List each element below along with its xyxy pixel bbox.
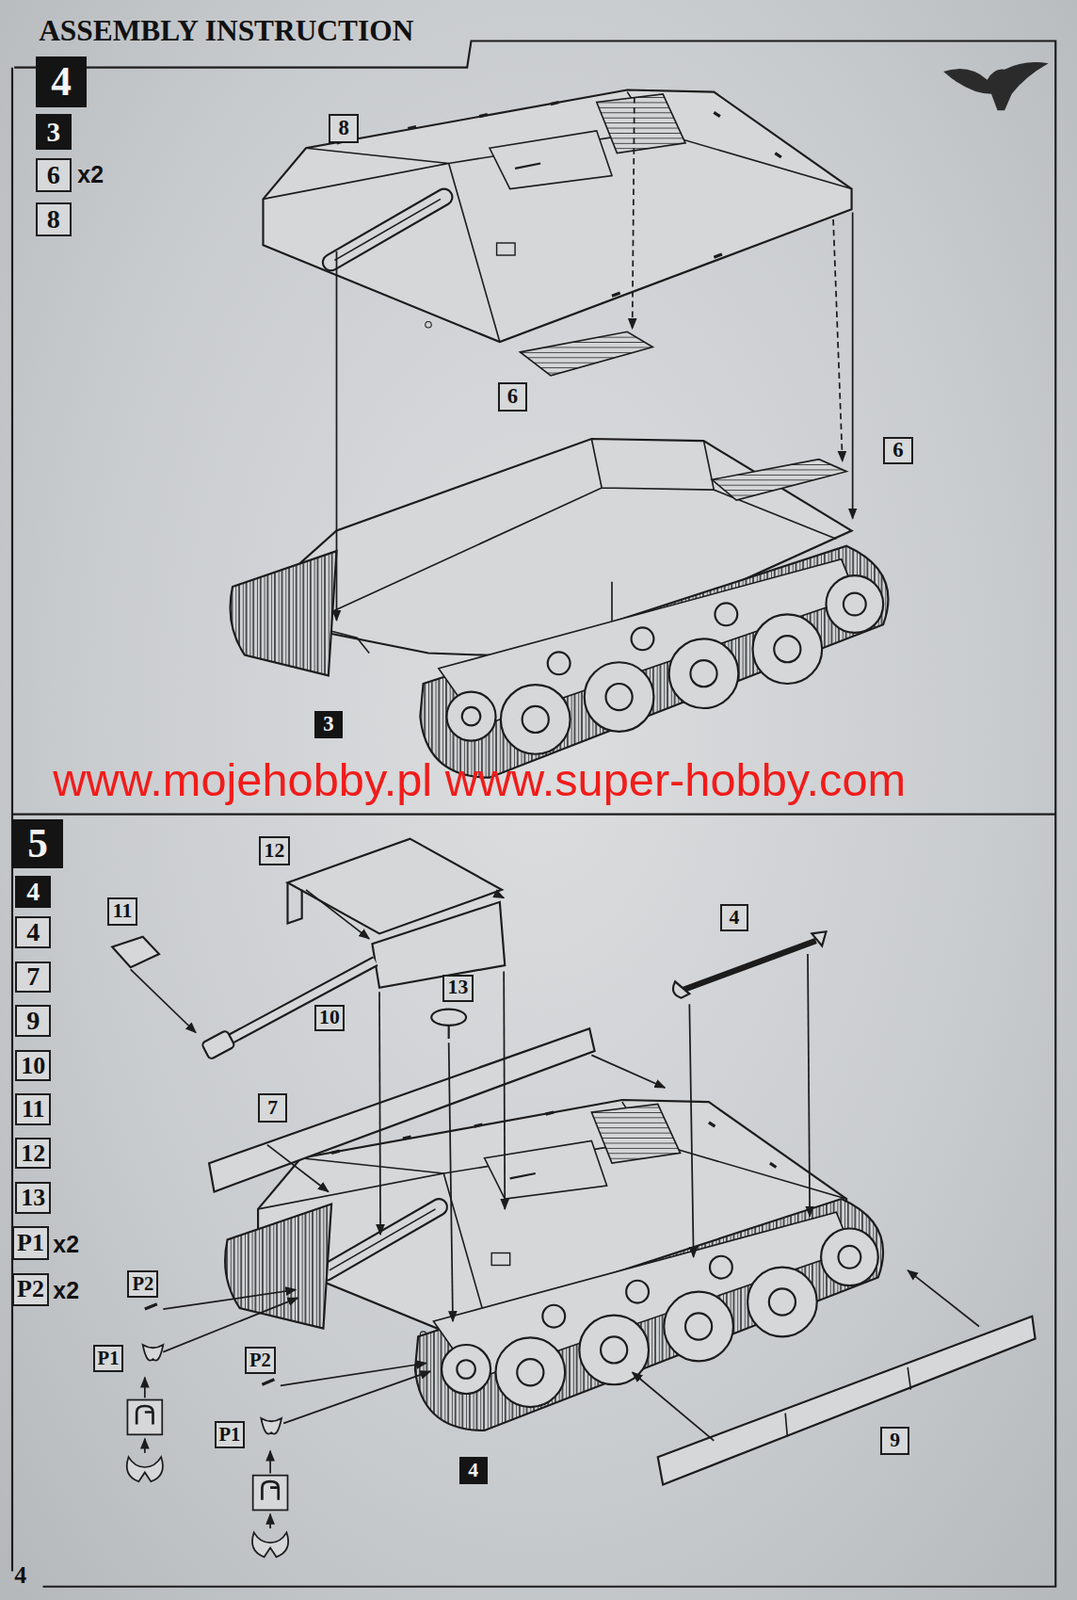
page-frame	[12, 41, 1056, 1587]
callout-number: 6	[892, 439, 903, 462]
part-number-box: P1	[214, 1420, 246, 1448]
callout-number: 12	[20, 1141, 46, 1166]
page-number: 4	[14, 1560, 27, 1590]
callout-number: 13	[20, 1185, 46, 1210]
part-number-box: 13	[442, 974, 474, 1002]
part-number-box: P2	[12, 1272, 49, 1306]
callout-number: P2	[249, 1350, 272, 1370]
assembly-arrows	[337, 96, 853, 621]
pin-parts	[127, 1303, 289, 1558]
quantity-label: x2	[77, 160, 104, 189]
callout-number: 12	[264, 840, 286, 862]
part-number-box: P2	[244, 1346, 276, 1374]
part-number-box: 7	[257, 1093, 288, 1122]
step-number: 5	[27, 822, 49, 864]
part-number-box: 11	[15, 1093, 51, 1126]
part-number-box: 11	[107, 897, 139, 925]
callout-number: 8	[337, 117, 349, 140]
part-number-box: P2	[127, 1269, 159, 1298]
grille-part	[520, 331, 654, 376]
part-number-box: 4	[15, 916, 51, 949]
callout-number: 10	[20, 1053, 46, 1078]
part-number-box: 9	[15, 1004, 51, 1037]
part-number-box: 9	[880, 1426, 910, 1455]
callout-number: 13	[448, 977, 469, 998]
grille-part	[711, 459, 847, 500]
callout-number: 7	[26, 963, 40, 990]
part-number-box: 12	[258, 835, 290, 865]
callout-number: 6	[47, 161, 61, 189]
callout-number: 10	[319, 1007, 340, 1029]
tracks-wheels	[225, 1198, 884, 1431]
callout-number: 7	[267, 1097, 278, 1119]
callout-number: 9	[26, 1007, 40, 1034]
step-number: 3	[322, 713, 334, 736]
callout-number: 11	[21, 1096, 46, 1122]
assembly-arrows	[130, 889, 980, 1441]
part-number-box: 10	[15, 1049, 51, 1082]
callout-number: P1	[219, 1424, 242, 1445]
step-number: 4	[467, 1460, 479, 1481]
step-number: 3	[47, 118, 62, 146]
step-number: 4	[50, 61, 72, 102]
part-number-box: 8	[35, 202, 72, 238]
callout-number: P1	[97, 1348, 120, 1368]
part-number-box: 7	[15, 961, 51, 994]
callout-number: 11	[112, 900, 132, 922]
step-number-box: 3	[35, 113, 72, 150]
part-number-box: 4	[720, 903, 749, 932]
callout-number: 8	[47, 206, 61, 233]
upper-hull	[263, 90, 852, 343]
watermark: www.mojehobby.pl www.super-hobby.com	[52, 753, 906, 806]
step-number-box: 3	[314, 710, 343, 739]
part-number-box: 6	[498, 382, 528, 411]
callout-number: 4	[729, 907, 740, 929]
part-number-box: P1	[12, 1225, 49, 1260]
part-number-box: 6	[35, 158, 72, 193]
eagle-logo	[943, 62, 1049, 111]
callout-number: P2	[16, 1276, 45, 1302]
step-number-box: 4	[35, 56, 87, 108]
callout-number: P1	[16, 1230, 45, 1255]
part-number-box: P1	[93, 1344, 125, 1372]
step-number-box: 4	[459, 1456, 488, 1484]
step-number-box: 4	[15, 875, 51, 909]
callout-number: P2	[131, 1273, 154, 1294]
part-number-box: 12	[15, 1137, 51, 1170]
parts	[112, 838, 1035, 1485]
quantity-label: x2	[52, 1276, 80, 1304]
part-number-box: 13	[15, 1181, 51, 1215]
part-number-box: 8	[328, 113, 360, 143]
tracks-wheels	[230, 546, 889, 778]
page-title: ASSEMBLY INSTRUCTION	[38, 14, 414, 49]
part-number-box: 10	[314, 1004, 346, 1031]
step-number-box: 5	[12, 819, 64, 869]
step-number: 4	[26, 878, 40, 905]
callout-number: 4	[26, 918, 40, 946]
quantity-label: x2	[52, 1230, 80, 1258]
step-arrows	[144, 1377, 271, 1528]
part-number-box: 6	[883, 436, 913, 465]
callout-number: 6	[507, 385, 518, 408]
callout-number: 9	[889, 1430, 901, 1451]
